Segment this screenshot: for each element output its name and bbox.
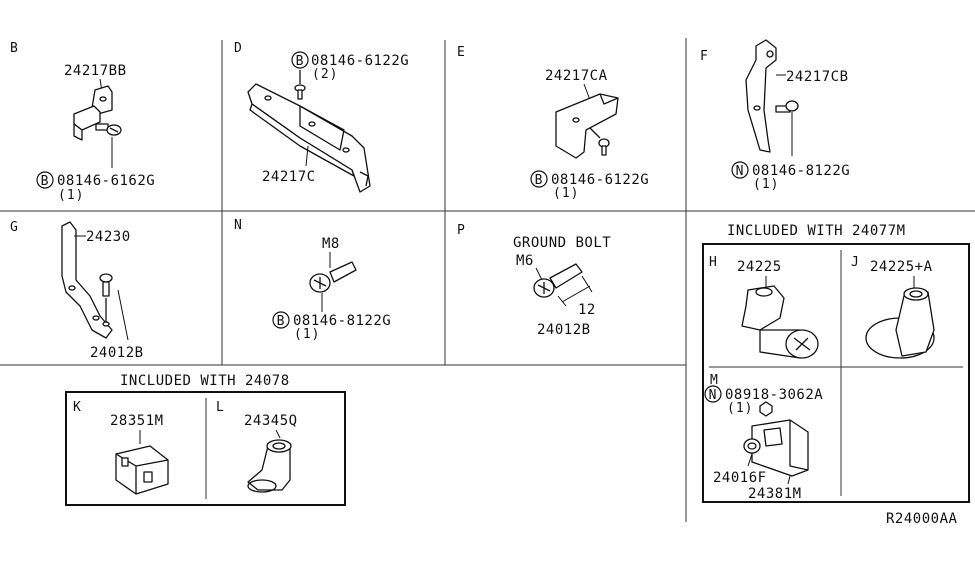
part-number-24345q: 24345Q bbox=[244, 413, 298, 429]
fastener-number: 08146-8122G bbox=[293, 313, 391, 329]
group-24078: INCLUDED WITH 24078 K 28351M L 24345Q bbox=[65, 373, 346, 506]
fastener-symbol: N bbox=[736, 164, 745, 179]
part-number-24012b: 24012B bbox=[90, 345, 144, 361]
bracket-24230 bbox=[61, 221, 113, 339]
section-n: N M8 B 08146-8122G (1) bbox=[234, 218, 391, 342]
part-number-24217ca: 24217CA bbox=[545, 68, 608, 84]
dimension-line bbox=[557, 295, 567, 307]
section-letter-l: L bbox=[216, 400, 224, 415]
section-b: B 24217BB B 08146-6162G (1) bbox=[10, 41, 155, 203]
bolt-08146-6122g bbox=[294, 70, 306, 100]
leader-line bbox=[535, 267, 543, 281]
fastener-number: 08146-6122G bbox=[551, 172, 649, 188]
section-letter-d: D bbox=[234, 41, 242, 56]
section-letter-g: G bbox=[10, 220, 18, 235]
section-p: P GROUND BOLT M6 12 24012B bbox=[457, 223, 611, 338]
section-g: G 24230 24012B bbox=[10, 220, 144, 361]
section-letter-f: F bbox=[700, 49, 708, 64]
bolt-m8 bbox=[309, 261, 357, 293]
part-number-24230: 24230 bbox=[86, 229, 131, 245]
group-box-24077m bbox=[702, 243, 970, 503]
section-letter-p: P bbox=[457, 223, 465, 238]
part-number-24012b: 24012B bbox=[537, 322, 591, 338]
bolt-size-m8: M8 bbox=[322, 236, 340, 252]
ground-bolt-title: GROUND BOLT bbox=[513, 235, 611, 251]
section-letter-n: N bbox=[234, 218, 242, 233]
leader-line bbox=[747, 453, 753, 467]
fastener-number: 08918-3062A bbox=[725, 387, 823, 403]
group-title-24077m: INCLUDED WITH 24077M bbox=[727, 223, 906, 239]
cover-24225-plus-a bbox=[865, 287, 935, 359]
fastener-qty: (1) bbox=[58, 188, 84, 203]
fastener-symbol: N bbox=[709, 388, 718, 403]
fastener-number: 08146-6162G bbox=[57, 173, 155, 189]
symbol-b-circle bbox=[291, 51, 309, 69]
ground-bolt-24012b bbox=[99, 273, 113, 327]
leader-line bbox=[583, 83, 591, 101]
section-letter-h: H bbox=[709, 255, 717, 270]
section-e: E 24217CA B 08146-6122G (1) bbox=[457, 45, 649, 201]
section-f: F 24217CB N 08146-8122G (1) bbox=[700, 39, 850, 192]
nut-08918-3062a bbox=[759, 401, 773, 417]
symbol-n-circle bbox=[704, 385, 722, 403]
connector-28351m bbox=[115, 445, 169, 495]
bolt-size-m6: M6 bbox=[516, 253, 534, 269]
section-letter-k: K bbox=[73, 400, 81, 415]
group-box-24078 bbox=[65, 391, 346, 506]
section-d: D B 08146-6122G (2) 24217C bbox=[234, 41, 409, 193]
leader-line bbox=[117, 289, 129, 341]
dimension-arrow bbox=[561, 285, 591, 303]
part-number-24217cb: 24217CB bbox=[786, 69, 849, 85]
part-number-24016f: 24016F bbox=[713, 470, 767, 486]
fastener-symbol: B bbox=[296, 54, 305, 69]
part-number-24225: 24225 bbox=[737, 259, 782, 275]
part-number-24217bb: 24217BB bbox=[64, 63, 127, 79]
part-number-28351m: 28351M bbox=[110, 413, 164, 429]
bracket-24217ca bbox=[555, 93, 619, 159]
fastener-symbol: B bbox=[41, 174, 50, 189]
bracket-24217bb bbox=[73, 85, 113, 141]
leader-line bbox=[305, 145, 309, 167]
section-letter-b: B bbox=[10, 41, 18, 56]
bolt-08146-8122g bbox=[775, 100, 799, 113]
symbol-b-circle bbox=[36, 171, 54, 189]
bolt-length: 12 bbox=[578, 302, 596, 318]
clip-24016f bbox=[743, 438, 761, 454]
leader-line bbox=[275, 429, 281, 439]
symbol-b-circle bbox=[530, 170, 548, 188]
symbol-b-circle bbox=[272, 311, 290, 329]
section-letter-j: J bbox=[851, 255, 859, 270]
fastener-qty: (1) bbox=[553, 186, 579, 201]
section-letter-m: M bbox=[710, 373, 718, 388]
bracket-24217cb bbox=[745, 39, 777, 153]
part-number-24217c: 24217C bbox=[262, 169, 316, 185]
bolt-08146-6162g bbox=[95, 123, 122, 136]
fastener-symbol: B bbox=[535, 173, 544, 188]
grid-lines bbox=[0, 38, 975, 522]
fastener-number: 08146-8122G bbox=[752, 163, 850, 179]
part-number-24381m: 24381M bbox=[748, 486, 802, 502]
grommet-24345q bbox=[247, 439, 292, 493]
fastener-qty: (1) bbox=[727, 401, 753, 416]
bracket-24217c bbox=[247, 83, 371, 193]
reference-code: R24000AA bbox=[886, 511, 958, 527]
dimension-line bbox=[581, 275, 593, 293]
group-title-24078: INCLUDED WITH 24078 bbox=[120, 373, 290, 389]
leader-line bbox=[787, 475, 791, 485]
fastener-symbol: B bbox=[277, 314, 286, 329]
section-letter-e: E bbox=[457, 45, 465, 60]
fastener-qty: (1) bbox=[294, 327, 320, 342]
symbol-n-circle bbox=[731, 161, 749, 179]
fastener-qty: (1) bbox=[753, 177, 779, 192]
bracket-24381m bbox=[751, 419, 809, 477]
bolt-08146-6122g-e bbox=[589, 127, 610, 156]
group-24077m: INCLUDED WITH 24077M H 24225 J 24225+A M bbox=[702, 223, 970, 503]
fastener-number: 08146-6122G bbox=[311, 53, 409, 69]
ground-bolt-m6 bbox=[533, 263, 583, 298]
fastener-qty: (2) bbox=[312, 67, 338, 82]
grommet-24225 bbox=[741, 285, 819, 359]
part-number-24225-plus-a: 24225+A bbox=[870, 259, 933, 275]
